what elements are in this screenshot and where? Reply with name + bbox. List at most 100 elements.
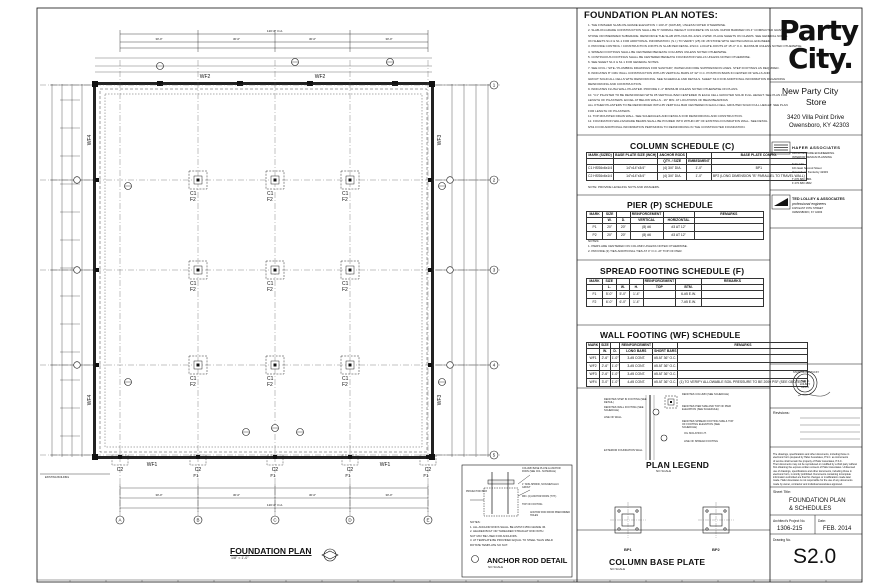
wall-footing-line [99, 88, 428, 453]
column-marker [428, 268, 432, 272]
schedule-cell: 3-#5 CONT. [619, 370, 654, 379]
spread-footing [188, 355, 208, 375]
anchor-note-line: 1. ALL ANCHOR RODS SHALL BE ASTM F1554 G… [470, 524, 546, 529]
column-marker [196, 455, 200, 459]
anchor-hole [723, 527, 727, 531]
logo-line-2: City. [788, 42, 854, 75]
schedule-cell [642, 298, 677, 307]
column-tag: C1 [342, 376, 349, 382]
schedule-cell: #3 AT 12" [662, 223, 695, 232]
spread-footing [266, 454, 284, 466]
column-marker [273, 455, 277, 459]
architect-line: F 270.683.1862 [792, 180, 812, 185]
grid-bubble-label: C [273, 518, 277, 523]
engineer-seal-text: TED D. LOLLEY 14370 [799, 379, 811, 389]
schedule-cell: (1) TO VERIFY ALLOWABLE SOIL PRESSURE TO… [677, 378, 809, 387]
anchor-label: TOP OF FOOTING [522, 503, 543, 506]
edge-pier-tag: F1 [345, 473, 351, 478]
column-base-plate-title: COLUMN BASE PLATE [609, 557, 706, 567]
engineer-name: TED LOLLEY & ASSOCIATES [792, 197, 845, 201]
edge-pier-tag: F1 [270, 473, 276, 478]
column-marker [196, 363, 200, 367]
schedule-cell [677, 362, 809, 371]
grid-bubble-label: 2 [493, 178, 496, 183]
legend-callout [660, 434, 668, 442]
corner-column [92, 81, 98, 87]
pier-section [483, 487, 519, 517]
engineer-line: OWENSBORO, KY 42303 [792, 210, 823, 214]
spread-footing [189, 454, 207, 466]
column-marker [273, 178, 277, 182]
section-callout [446, 266, 454, 274]
anchor-hole [723, 509, 727, 513]
schedule-cell: (4) 3/4" DIA. [657, 164, 687, 173]
schedule-cell: 20" [602, 231, 618, 240]
edge-column-tag: C2 [117, 467, 124, 473]
column-schedule-table: MARK (SIZED)BASE PLATE SIZE (INCH)ANCHOR… [585, 152, 807, 181]
notes-title: FOUNDATION PLAN NOTES: [584, 10, 719, 21]
grid-bubble-label: D [348, 518, 352, 523]
column-marker [348, 455, 352, 459]
architect-line: Owensboro, Kentucky 42303 [792, 169, 828, 174]
plan-legend-scale: NO SCALE [656, 469, 672, 473]
anchor-note-line: 2. HEADED BOLT OR THREADED STRAIGHT ROD … [470, 529, 544, 534]
grid-bubble-label: 1 [493, 83, 496, 88]
schedule-cell: 3'-0" [599, 378, 611, 387]
corner-column [429, 81, 435, 87]
schedule-cell: 2'-6" [599, 354, 611, 363]
column-marker [348, 363, 352, 367]
grid-bubble-label: A [118, 518, 121, 523]
wall-footing-tag: WF2 [200, 74, 211, 80]
project-name-2: Store [806, 97, 827, 107]
schedule-cell: #3 AT 12" [662, 231, 695, 240]
anchor-hole [635, 509, 639, 513]
column-tag: C1 [342, 191, 349, 197]
schedule-cell: 6-#5 E.W. [675, 290, 702, 299]
legend-label: EXTERIOR FOUNDATION WALL [604, 449, 643, 452]
bay-dimension: 30'-0" [233, 493, 240, 497]
legend-label: DENOTES STEP IN FOOTING (SEE DETAIL) [604, 398, 647, 404]
grid-bubble-label: 4 [493, 363, 496, 368]
date-label: Date: [818, 519, 826, 523]
address-1: 3420 Villa Point Drive [787, 115, 845, 121]
column-base-plate-scale: NO SCALE [610, 567, 626, 571]
bay-dimension: 30'-0" [155, 493, 162, 497]
note-line: 6. SEE SHEET S1.0 & S1.1 FOR GENERAL NOT… [588, 60, 660, 65]
edge-column-tag: C2 [425, 467, 432, 473]
pier-tag: F2 [190, 197, 196, 203]
grid-bubble [489, 265, 499, 275]
note-line: GROUT SOLID ALL CELLS WITH REINFORCING. … [588, 76, 786, 81]
corner-column [429, 454, 435, 460]
party-city-logo: Party City. [779, 17, 859, 79]
column-schedule-note: NOTE: PROVIDE LEVELING NUTS AND WASHERS. [588, 185, 660, 189]
column-tag: C1 [267, 376, 274, 382]
schedule-cell: 1'-0" [609, 370, 621, 379]
spread-footing [340, 355, 360, 375]
date: FEB. 2014 [823, 526, 852, 532]
spread-footing-title: SPREAD FOOTING SCHEDULE (F) [600, 266, 745, 276]
north-arrow-circle [323, 548, 337, 562]
pier-tag: F2 [190, 382, 196, 388]
disclaimer-line: electronic form, is strictly prohibited.… [773, 472, 851, 476]
wall-footing-tag: WF4 [87, 135, 93, 146]
schedule-cell: 5'-0" [601, 290, 617, 299]
schedule-cell: 14"x14"x3/4" [613, 164, 659, 173]
legend-callout [652, 408, 660, 416]
schedule-cell: #5 AT 36" O.C. [652, 370, 679, 379]
grid-bubble [423, 515, 433, 525]
disclaimer-line: use of drawings, specifications and othe… [773, 469, 852, 473]
schedule-cell: WF3 [585, 370, 601, 379]
pilaster [157, 81, 163, 86]
disclaimer-line: The drawings, specifications and other d… [773, 453, 850, 456]
schedule-cell: 1'-0" [685, 164, 712, 173]
schedule-cell: P1 [585, 223, 604, 232]
leader-line [517, 489, 531, 497]
schedule-cell: P2 [585, 231, 604, 240]
note-line: STONE OR PREPARED SUBGRADE. REINFORCE TH… [588, 33, 788, 38]
legend-label: DENOTES SPREAD FOOTING SIZE & TOP OF FOO… [682, 420, 734, 429]
